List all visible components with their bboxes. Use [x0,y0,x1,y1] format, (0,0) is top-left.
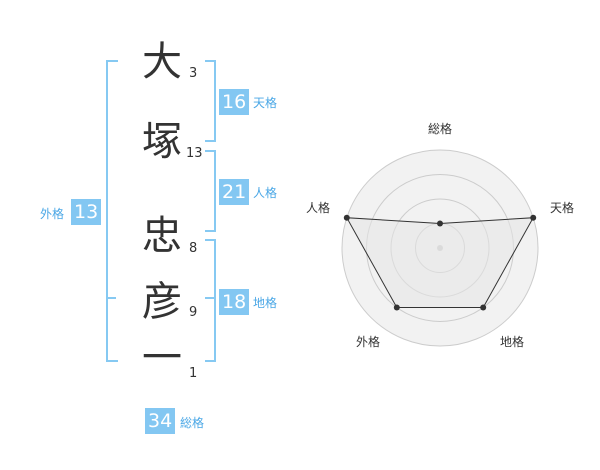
jinkaku-badge: 21 [219,179,250,205]
name-char-3: 忠 [142,213,182,259]
radar-axis-label: 外格 [356,334,380,349]
name-char-1: 大 [142,39,182,85]
name-char-2: 塚 [142,119,182,165]
chikaku-bracket [205,239,216,362]
radar-point [480,304,487,311]
gaikaku-badge: 13 [71,199,102,225]
stroke-count-3: 8 [189,241,198,256]
radar-polygon [345,217,535,308]
name-char-4: 彦 [142,279,182,325]
tenkaku-badge: 16 [219,89,250,115]
chikaku-bracket-tick [205,297,214,299]
radar-axis-label: 天格 [550,200,574,215]
radar-point [343,214,350,221]
gaikaku-label: 外格 [40,207,65,221]
stroke-count-1: 3 [189,66,198,81]
chikaku-badge: 18 [219,289,250,315]
stroke-count-5: 1 [189,366,198,381]
radar-point [530,214,537,221]
stroke-count-2: 13 [186,146,203,161]
gaikaku-bracket [106,60,118,362]
soukaku-label: 総格 [180,416,205,430]
soukaku-badge: 34 [145,408,176,434]
gaikaku-bracket-tick [106,297,116,299]
radar-point [393,304,400,311]
chikaku-label: 地格 [253,296,278,310]
stroke-count-4: 9 [189,305,198,320]
name-char-5: 一 [142,335,182,381]
jinkaku-bracket [205,150,216,232]
radar-axis-label: 地格 [500,334,524,349]
jinkaku-label: 人格 [253,186,278,200]
tenkaku-bracket [205,60,216,142]
radar-axis-label: 人格 [306,200,330,215]
radar-axis-label: 総格 [428,121,452,136]
tenkaku-label: 天格 [253,96,278,110]
radar-point [437,220,443,227]
